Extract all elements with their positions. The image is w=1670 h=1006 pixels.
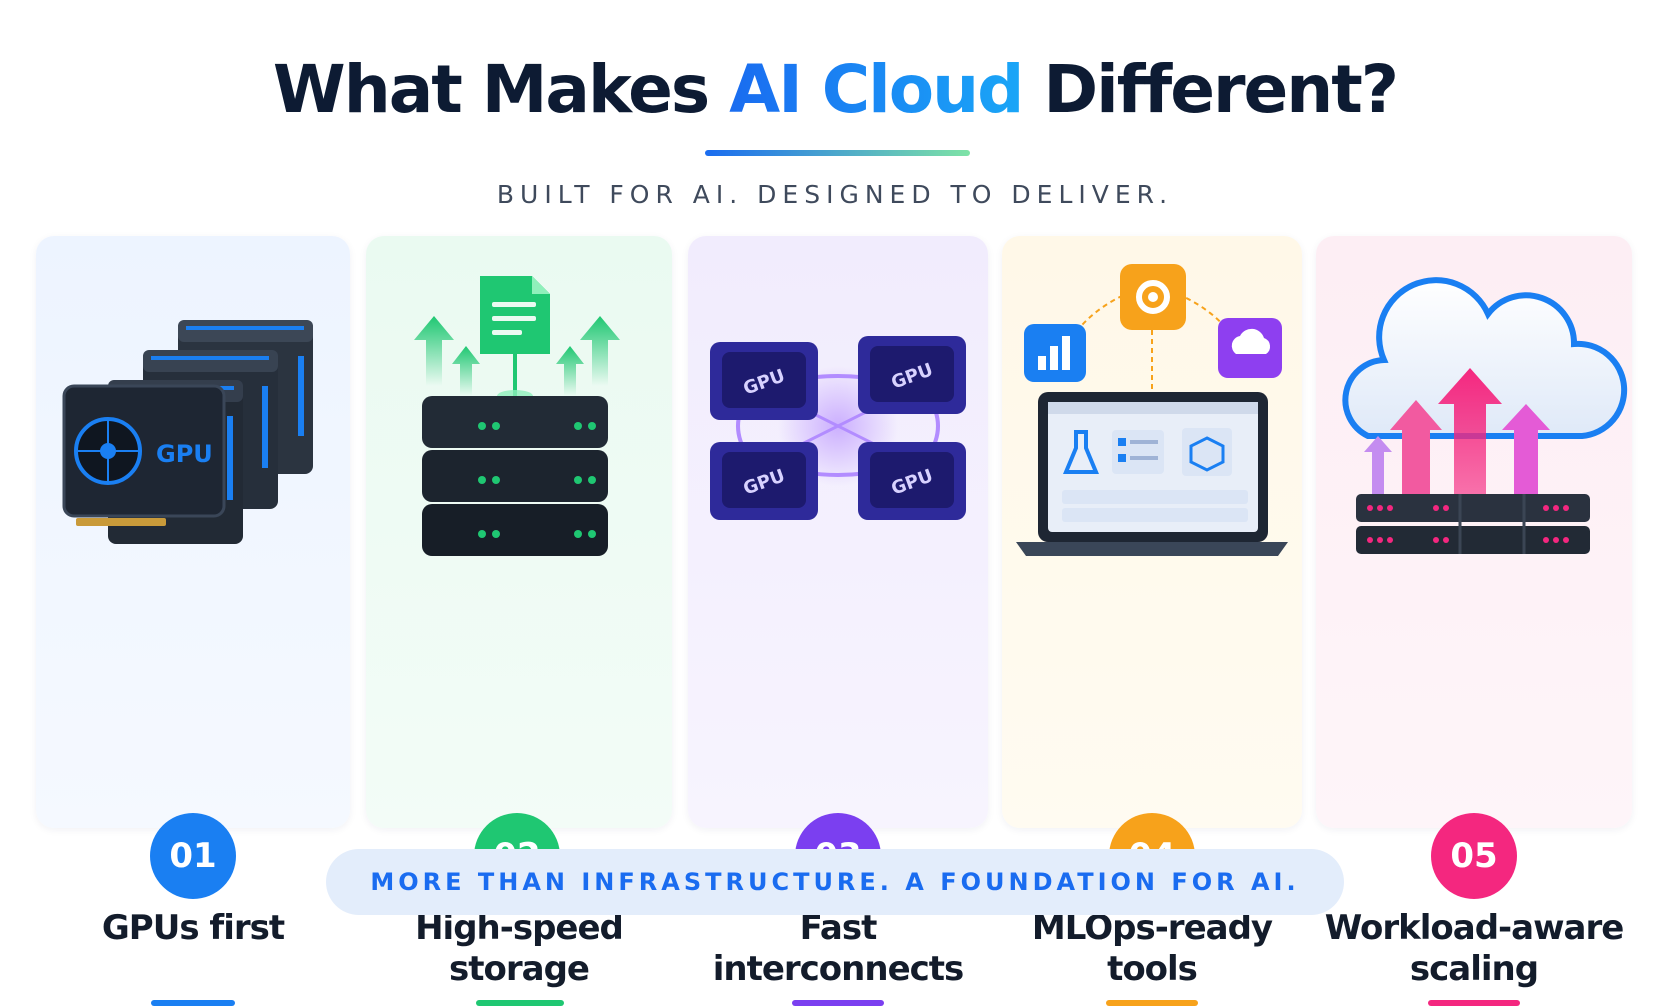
card-accent-bar-04 <box>1106 1000 1198 1006</box>
card-number-badge-01: 01 <box>150 813 236 899</box>
laptop-dashboard-icon <box>1016 264 1288 556</box>
storage-server-icon <box>414 276 620 556</box>
card-accent-bar-02 <box>476 1000 564 1006</box>
footer-tagline: MORE THAN INFRASTRUCTURE. A FOUNDATION F… <box>326 849 1344 915</box>
card-label-storage: High-speed storage <box>415 908 624 989</box>
card-label-scaling: Workload-aware scaling <box>1324 908 1625 989</box>
subtitle: BUILT FOR AI. DESIGNED TO DELIVER. <box>496 180 1174 209</box>
card-accent-bar-03 <box>792 1000 884 1006</box>
card-accent-bar-05 <box>1428 1000 1520 1006</box>
card-number-badge-05: 05 <box>1431 813 1517 899</box>
gpu-network-icon: GPU GPU GPU GPU <box>710 336 966 520</box>
title-part-2: Different? <box>1022 51 1399 128</box>
feature-card-storage: 02 High-speed storage <box>366 236 672 1006</box>
cloud-scaling-icon <box>1342 277 1628 554</box>
card-label-interconnects: Fast interconnects <box>712 908 965 989</box>
gpu-chip-text: GPU <box>156 440 213 468</box>
title-accent: AI Cloud <box>729 51 1024 128</box>
feature-card-interconnects: GPU GPU GPU GPU 03 Fast interconnects <box>688 236 988 1006</box>
feature-card-mlops: 04 MLOps-ready tools <box>1002 236 1302 1006</box>
page-title: What Makes AI Cloud Different? <box>0 52 1670 128</box>
feature-card-gpus: GPU 01 GPUs first <box>36 236 350 1006</box>
card-label-gpus: GPUs first <box>101 908 285 948</box>
gpu-stack-icon: GPU <box>62 320 313 544</box>
title-part-1: What Makes <box>272 51 730 128</box>
card-label-mlops: MLOps-ready tools <box>1031 908 1273 989</box>
feature-card-scaling: 05 Workload-aware scaling <box>1316 236 1632 1006</box>
title-underline <box>705 150 970 156</box>
card-accent-bar-01 <box>151 1000 235 1006</box>
